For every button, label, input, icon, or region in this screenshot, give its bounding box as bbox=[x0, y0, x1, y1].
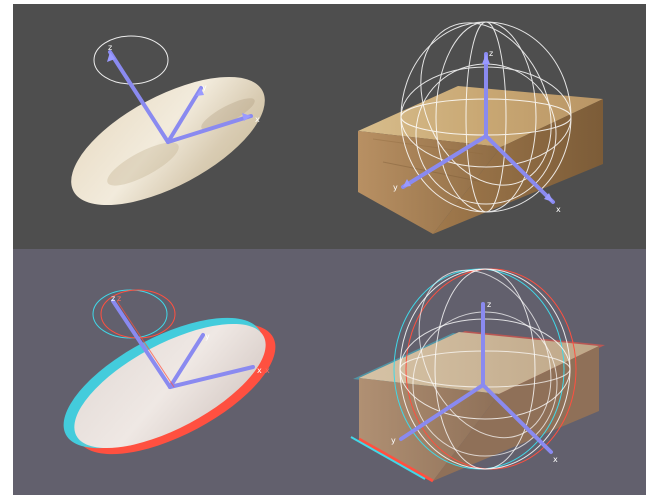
viewport-normal-canvas[interactable]: x y z bbox=[13, 4, 646, 249]
y-axis-handle[interactable] bbox=[166, 86, 203, 144]
dual-viewport-frame: x y z bbox=[13, 4, 646, 495]
box-y-axis-handle[interactable] bbox=[401, 134, 488, 189]
box-x-axis-label: x bbox=[556, 205, 561, 214]
box-translate-gizmo-icon[interactable]: z x y bbox=[393, 49, 561, 214]
stereo-x-axis-label-red: x bbox=[265, 366, 270, 375]
x-axis-label: x bbox=[255, 115, 260, 124]
z-axis-handle[interactable] bbox=[108, 50, 170, 144]
x-axis-handle[interactable] bbox=[166, 114, 253, 144]
z-axis-label: z bbox=[108, 43, 112, 52]
viewport-anaglyph-canvas[interactable]: x x z z y bbox=[13, 249, 646, 495]
stereo-z-axis-label: z bbox=[111, 294, 115, 303]
translate-gizmo-icon[interactable]: x y z bbox=[93, 35, 260, 144]
translate-gizmo-stereo-icon[interactable]: x x z z y bbox=[92, 289, 270, 389]
box-translate-gizmo-stereo-icon[interactable]: z x y bbox=[391, 300, 558, 464]
box-object-stereo[interactable] bbox=[350, 331, 605, 483]
y-axis-label: y bbox=[202, 83, 207, 92]
rotate-gizmo-stereo-icon[interactable] bbox=[387, 249, 584, 482]
rotate-ring[interactable] bbox=[93, 35, 169, 85]
stereo-y-axis-label: y bbox=[205, 332, 210, 341]
stereo-x-axis-label: x bbox=[257, 366, 262, 375]
box-z-axis-label: z bbox=[489, 49, 493, 58]
viewport-anaglyph[interactable]: x x z z y bbox=[13, 249, 646, 495]
stereo-z-axis-label-red: z bbox=[117, 294, 121, 303]
stereo-box-z-axis-label: z bbox=[487, 300, 491, 309]
stereo-box-x-axis-label: x bbox=[553, 455, 558, 464]
box-y-axis-label: y bbox=[393, 183, 398, 192]
stereo-box-y-axis-label: y bbox=[391, 436, 396, 445]
viewport-normal[interactable]: x y z bbox=[13, 4, 646, 249]
box-x-axis-handle[interactable] bbox=[484, 134, 555, 204]
